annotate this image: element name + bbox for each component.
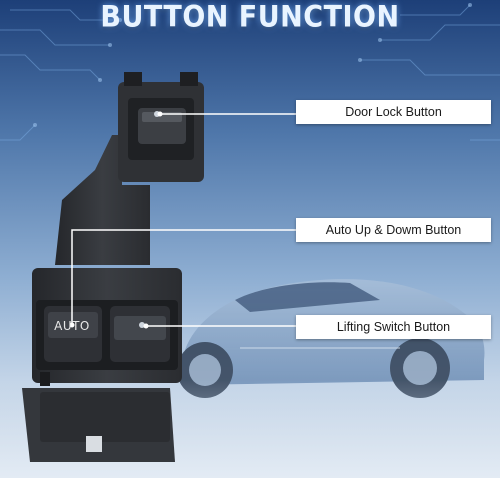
- lifting-switch-button-label: Lifting Switch Button: [296, 315, 491, 339]
- callout-lines: [71, 113, 296, 327]
- callout-dot-lifting: [143, 323, 149, 329]
- auto-up-down-button-label: Auto Up & Dowm Button: [296, 218, 491, 242]
- callout-dot-door-lock: [157, 111, 163, 117]
- door-lock-button-label: Door Lock Button: [296, 100, 491, 124]
- callout-dot-auto: [69, 322, 75, 328]
- window-switch: [22, 72, 204, 462]
- page-title: BUTTON FUNCTION: [100, 0, 400, 35]
- auto-switch-label: AUTO: [54, 319, 90, 333]
- car-illustration: [177, 279, 485, 398]
